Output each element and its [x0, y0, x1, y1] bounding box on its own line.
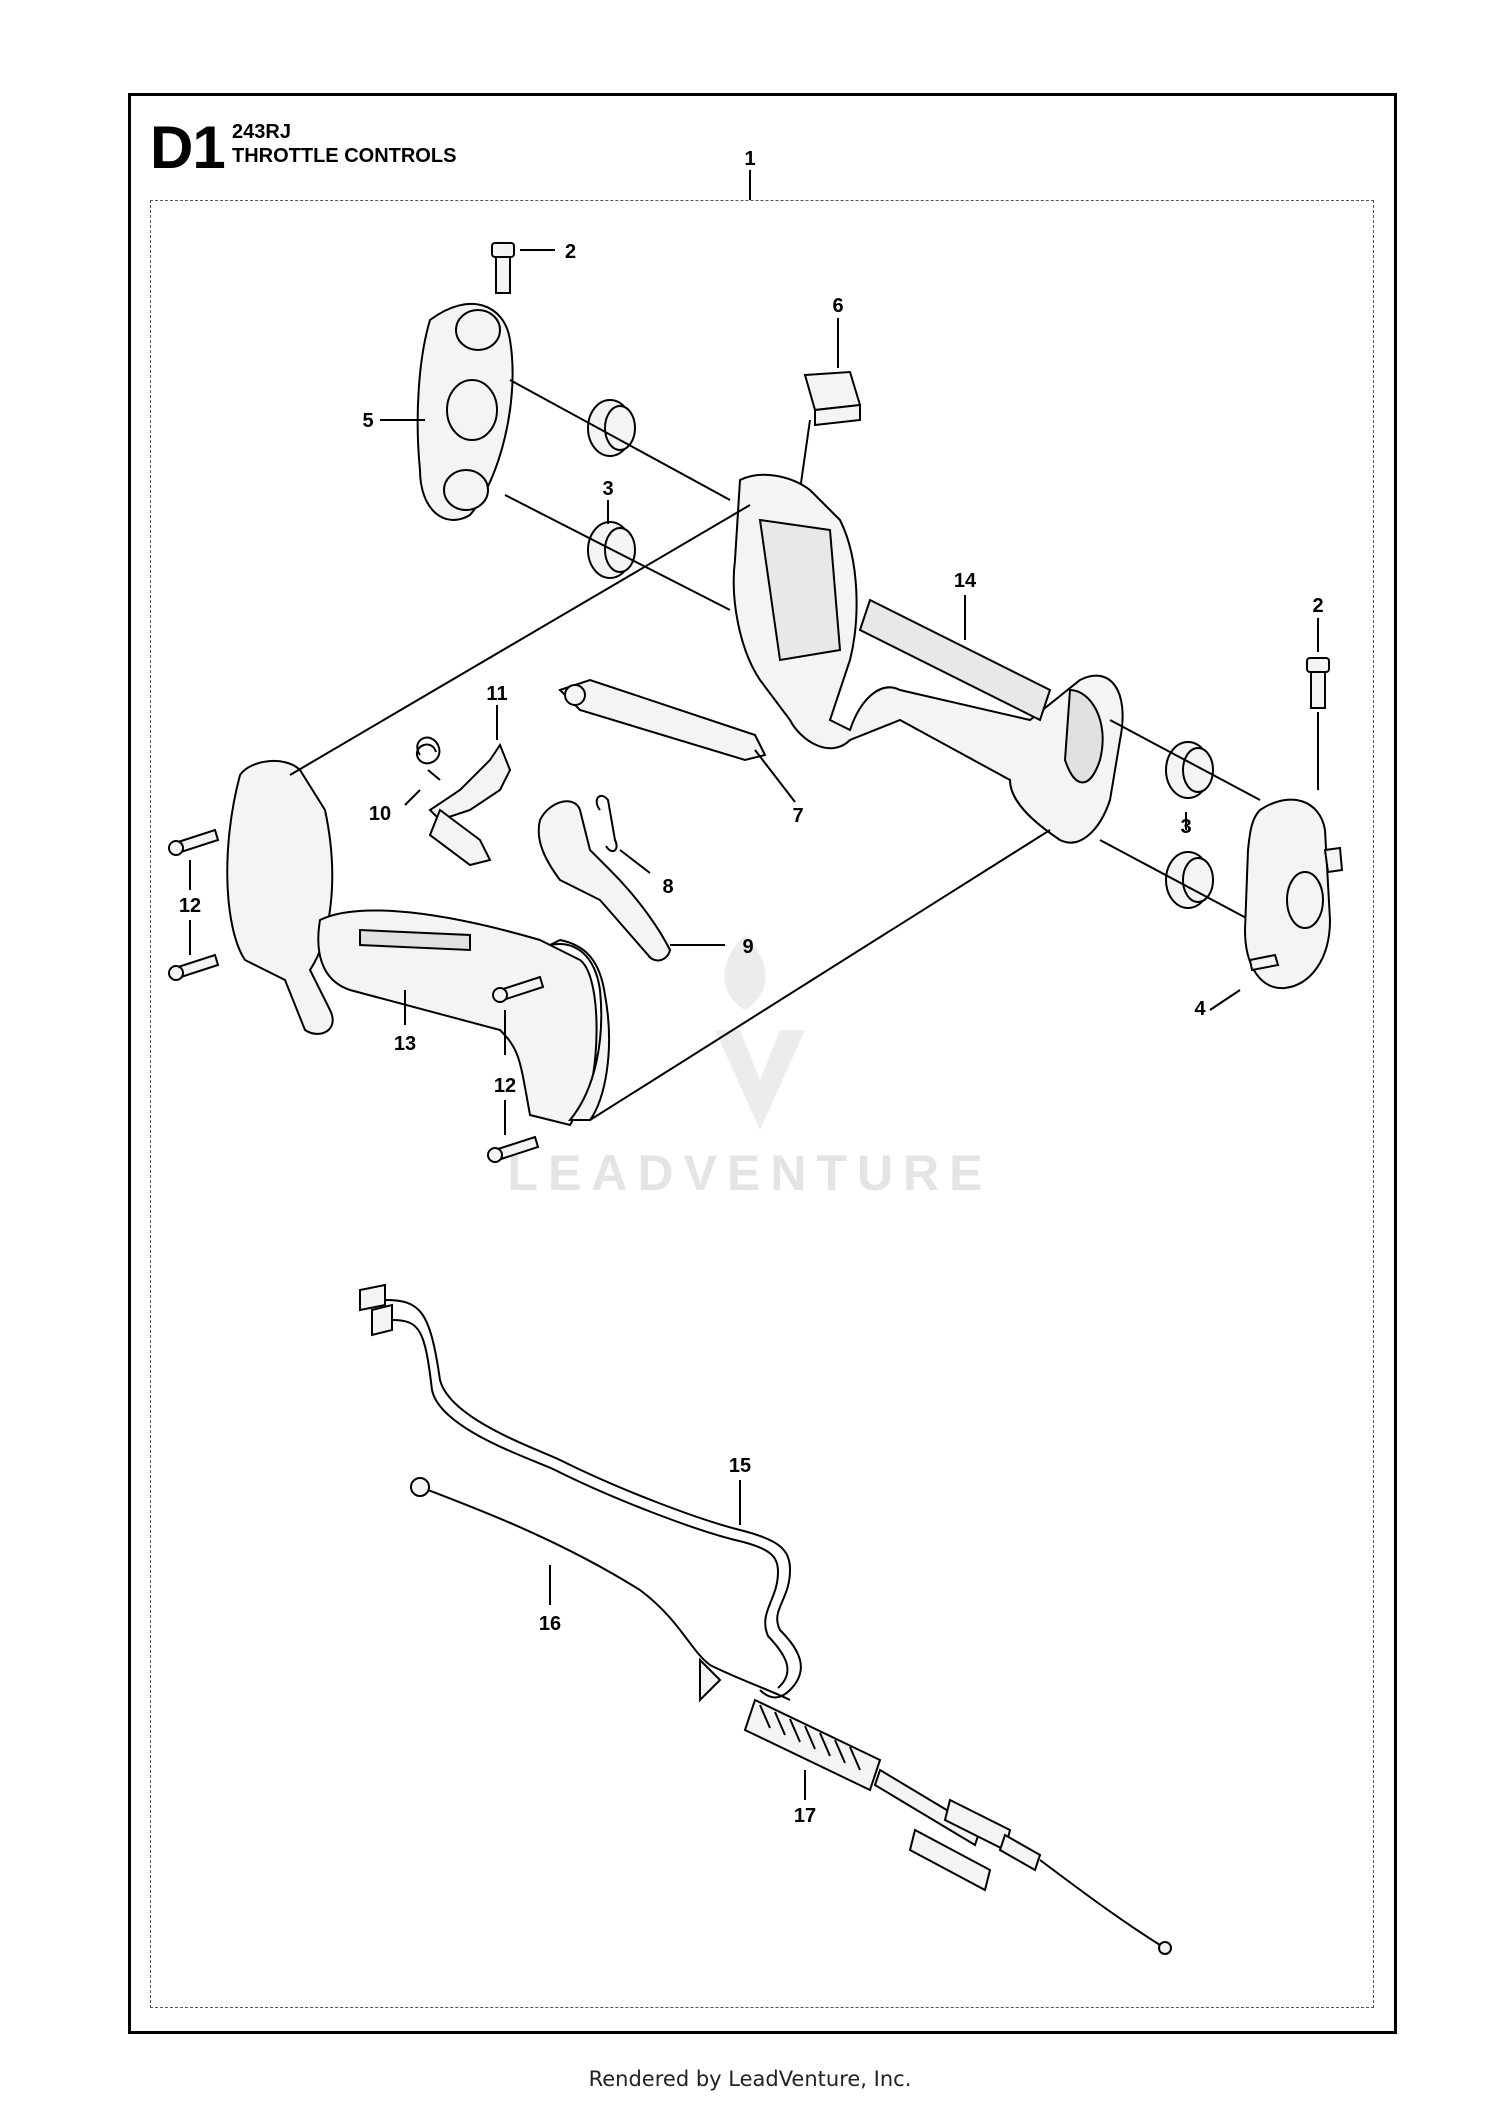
flame-logo-icon	[715, 935, 805, 1130]
diagram-code: D1	[150, 114, 226, 181]
part-11-lockout-lever	[428, 742, 512, 867]
part-16-throttle-cable	[410, 1477, 791, 1703]
part-6-stop-switch	[803, 370, 862, 427]
part-17-cable-assembly	[743, 1698, 1172, 1955]
callout-3-left: 3	[602, 478, 613, 500]
part-5-end-plate	[416, 303, 514, 521]
callout-1: 1	[744, 148, 755, 170]
part-2-screw-right	[1306, 657, 1330, 709]
model-number: 243RJ	[232, 121, 291, 143]
callout-14: 14	[954, 570, 977, 592]
part-3-bearings-left	[587, 399, 636, 579]
callout-2-right: 2	[1312, 595, 1323, 617]
watermark-brand: LEADVENTURE	[507, 1145, 992, 1201]
callout-13: 13	[394, 1033, 416, 1055]
callout-2-top: 2	[565, 241, 576, 263]
part-14-handle-frame	[732, 473, 1124, 844]
callout-12-right: 12	[494, 1075, 516, 1097]
part-8-spring	[595, 794, 618, 853]
callout-5: 5	[362, 410, 373, 432]
part-4-end-cap	[1243, 798, 1344, 990]
callout-10: 10	[369, 803, 391, 825]
callout-3-right: 3	[1180, 816, 1191, 838]
part-10-spring	[415, 736, 441, 781]
callout-15: 15	[729, 1455, 751, 1477]
callout-7: 7	[792, 805, 803, 827]
diagram-frame	[128, 93, 1397, 2034]
callout-6: 6	[832, 295, 843, 317]
assembly-boundary	[150, 200, 1374, 2008]
part-12-screws	[168, 828, 545, 1163]
callout-16: 16	[539, 1613, 561, 1635]
callout-9: 9	[742, 936, 753, 958]
part-7-throttle-rod	[558, 678, 767, 762]
callout-17: 17	[794, 1805, 816, 1827]
callout-11: 11	[486, 683, 507, 705]
part-3-bearings-right	[1165, 741, 1214, 909]
callout-4: 4	[1194, 998, 1206, 1020]
callout-12-left: 12	[179, 895, 201, 917]
part-15-wire-harness	[359, 1283, 802, 1699]
footer-credit: Rendered by LeadVenture, Inc.	[588, 2067, 912, 2091]
diagram-title: THROTTLE CONTROLS	[232, 145, 457, 167]
callout-8: 8	[662, 876, 673, 898]
part-2-screw-top	[491, 242, 515, 294]
part-9-throttle-trigger	[537, 800, 672, 962]
leadventure-watermark: LEADVENTURE	[507, 935, 992, 1201]
